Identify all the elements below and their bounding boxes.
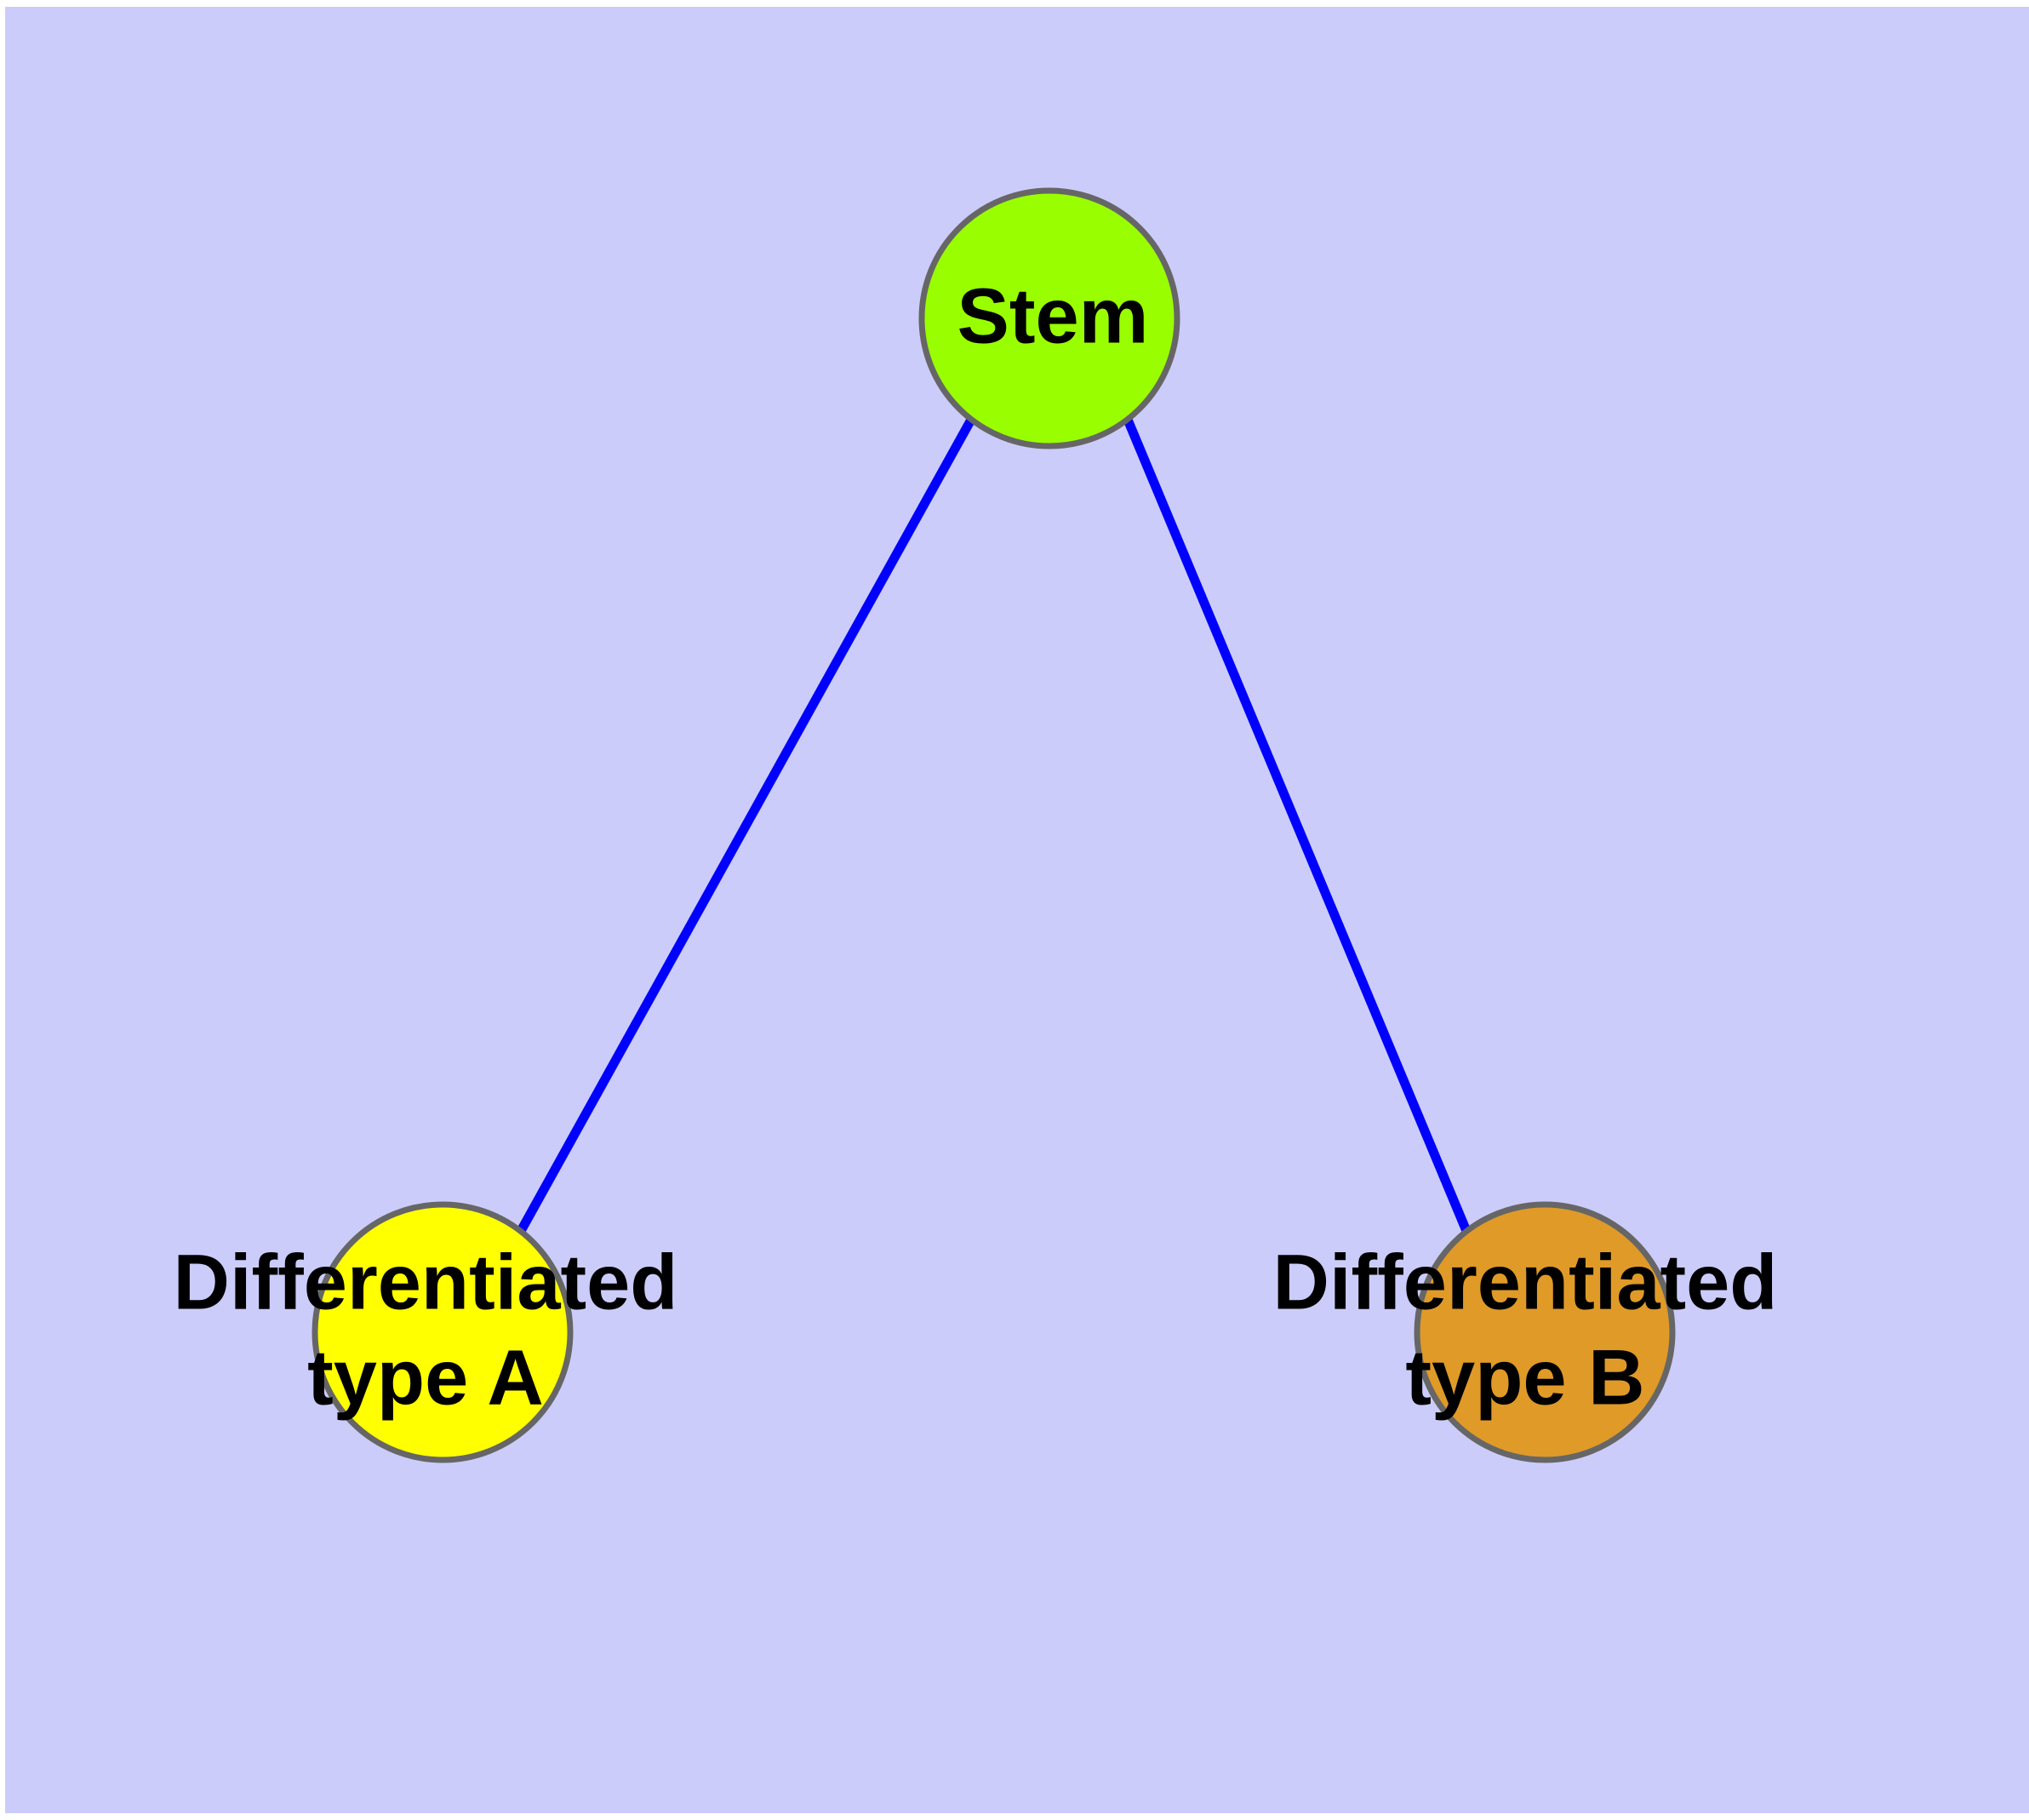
edge-stem-to-differentiated-type-b[interactable] <box>1123 417 1472 1233</box>
node-differentiated-type-a[interactable] <box>311 1201 574 1463</box>
edge-layer <box>517 417 1472 1233</box>
node-label-differentiated-type-a-line2: type A <box>307 1334 544 1421</box>
node-stem[interactable] <box>918 187 1180 449</box>
edge-stem-to-differentiated-type-a[interactable] <box>517 417 975 1233</box>
node-label-differentiated-type-b-line1: Differentiated <box>1273 1239 1778 1325</box>
node-label-stem: Stem <box>957 272 1149 359</box>
node-label-differentiated-type-a-line1: Differentiated <box>174 1239 678 1325</box>
node-differentiated-type-b[interactable] <box>1414 1201 1676 1463</box>
node-layer <box>311 187 1676 1463</box>
node-label-differentiated-type-b-line2: type B <box>1405 1334 1644 1421</box>
label-layer: Stem Differentiated type A Differentiate… <box>174 272 1778 1421</box>
